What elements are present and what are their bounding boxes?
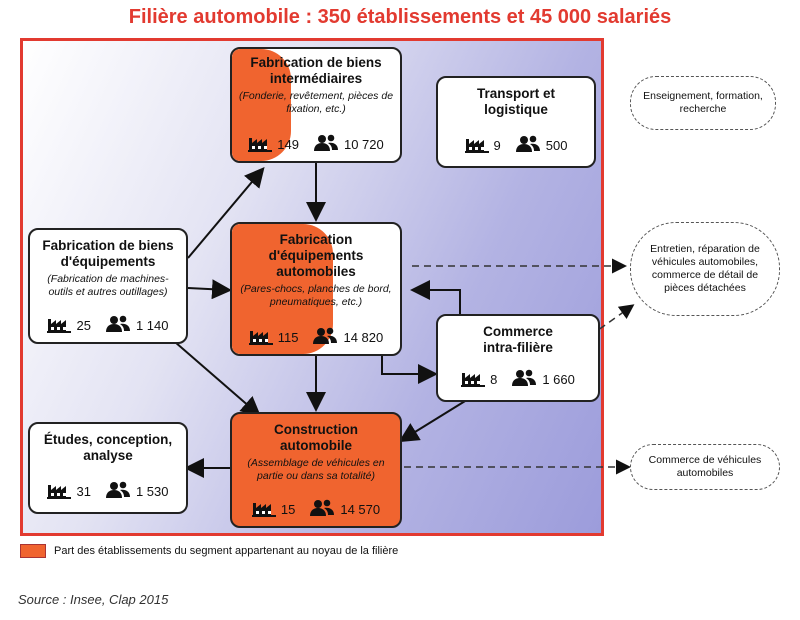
factory-icon	[47, 315, 72, 336]
core-share-fill	[232, 224, 333, 354]
employees-count: 1 530	[135, 484, 169, 499]
source-note: Source : Insee, Clap 2015	[18, 592, 169, 607]
box-transport-logistique: Transport et logistique 9 500	[436, 76, 596, 168]
factory-icon	[47, 481, 72, 502]
people-icon	[309, 499, 335, 520]
establishments-count: 115	[277, 330, 299, 345]
box-subtitle: (Fonderie, revêtement, pièces de fixatio…	[238, 90, 394, 115]
employees-count: 14 570	[340, 502, 381, 517]
external-enseignement: Enseignement, formation, recherche	[630, 76, 776, 130]
employees-count: 500	[545, 138, 568, 153]
diagram-title: Filière automobile : 350 établissements …	[128, 6, 672, 28]
establishments-count: 15	[280, 502, 296, 517]
box-subtitle: (Pares-chocs, planches de bord, pneumati…	[240, 283, 392, 308]
employees-count: 14 820	[343, 330, 384, 345]
box-title: Commerce intra-filière	[483, 324, 553, 355]
legend-text: Part des établissements du segment appar…	[54, 545, 399, 557]
people-icon	[511, 369, 537, 390]
establishments-count: 9	[493, 138, 501, 153]
box-title: Fabrication de biens intermédiaires	[250, 55, 382, 86]
people-icon	[313, 134, 339, 155]
employees-count: 10 720	[343, 137, 384, 152]
box-title: Transport et logistique	[476, 86, 555, 117]
establishments-count: 25	[76, 318, 91, 333]
factory-icon	[248, 327, 273, 348]
factory-icon	[248, 134, 273, 155]
box-etudes-conception: Études, conception, analyse 31 1 530	[28, 422, 188, 514]
establishments-count: 149	[277, 137, 299, 152]
box-subtitle: (Fabrication de machines-outils et autre…	[47, 273, 169, 298]
establishments-count: 31	[76, 484, 91, 499]
box-biens-equipements: Fabrication de biens d'équipements (Fabr…	[28, 228, 188, 344]
box-title: Construction automobile	[274, 422, 358, 453]
employees-count: 1 660	[542, 372, 575, 387]
factory-icon	[464, 135, 489, 156]
box-title: Fabrication de biens d'équipements	[42, 238, 174, 269]
external-commerce-vehicules: Commerce de véhicules automobiles	[630, 444, 780, 490]
legend-swatch	[20, 544, 46, 558]
box-title: Fabrication d'équipements automobiles	[268, 232, 364, 279]
box-construction-automobile: Construction automobile (Assemblage de v…	[230, 412, 402, 528]
legend: Part des établissements du segment appar…	[20, 544, 398, 558]
box-commerce-intra-filiere: Commerce intra-filière 8 1 660	[436, 314, 600, 402]
box-title: Études, conception, analyse	[43, 432, 173, 463]
factory-icon	[461, 369, 486, 390]
establishments-count: 8	[490, 372, 498, 387]
box-biens-intermediaires: Fabrication de biens intermédiaires (Fon…	[230, 47, 402, 163]
employees-count: 1 140	[135, 318, 169, 333]
people-icon	[105, 481, 131, 502]
box-subtitle: (Assemblage de véhicules en partie ou da…	[247, 457, 385, 482]
people-icon	[105, 315, 131, 336]
box-equipements-automobiles: Fabrication d'équipements automobiles (P…	[230, 222, 402, 356]
factory-icon	[251, 499, 276, 520]
people-icon	[515, 135, 541, 156]
people-icon	[312, 327, 338, 348]
external-entretien-reparation: Entretien, réparation de véhicules autom…	[630, 222, 780, 316]
